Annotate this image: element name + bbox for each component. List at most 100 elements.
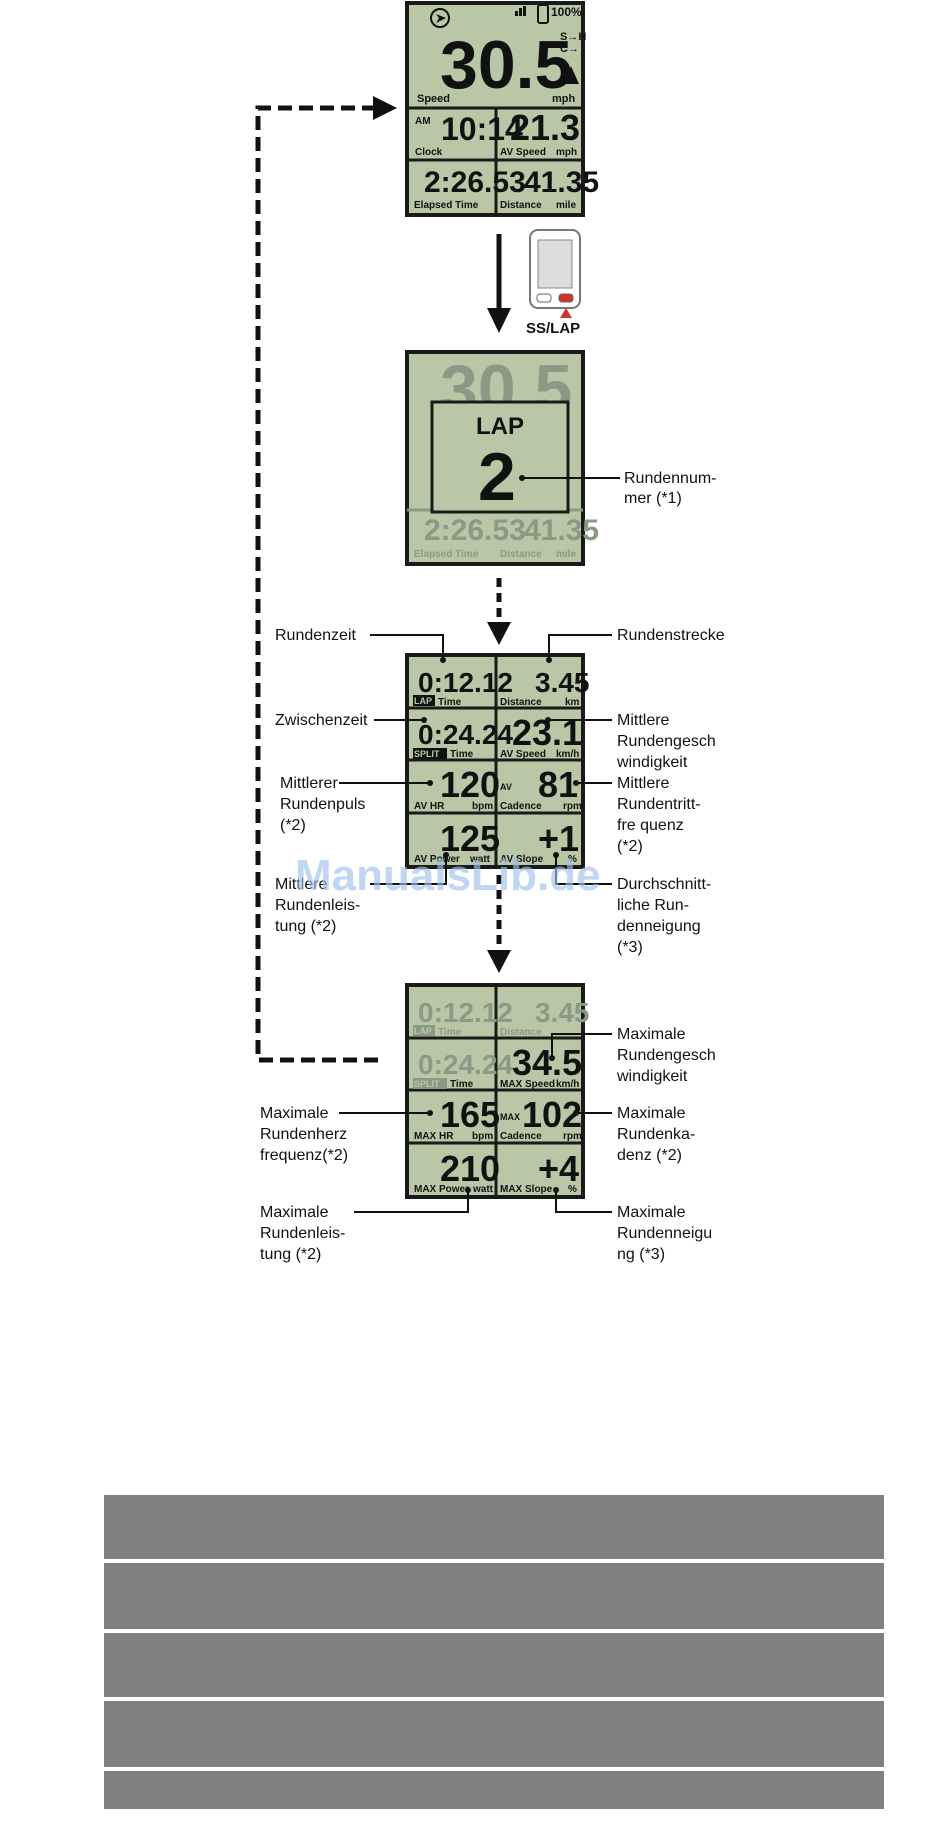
distance-unit: mile bbox=[556, 200, 576, 211]
split-time-label: Time bbox=[450, 749, 474, 760]
speed-unit: mph bbox=[552, 93, 576, 105]
callout-zwischenzeit: Zwischenzeit bbox=[275, 712, 368, 729]
avspeed-value: 21.3 bbox=[510, 107, 580, 148]
speed-ce: C→ bbox=[560, 43, 579, 55]
svg-text:Elapsed Time: Elapsed Time bbox=[414, 549, 479, 560]
device-icon bbox=[530, 230, 580, 318]
callout-mittlere-tritt-1: Mittlere bbox=[617, 775, 670, 792]
callout-mittlerer-puls-1: Mittlerer bbox=[280, 775, 338, 792]
signal-icon bbox=[515, 11, 518, 16]
faded-split-tag: SPLIT bbox=[414, 1079, 440, 1089]
callout-mittlere-speed-2: Rundengesch bbox=[617, 733, 716, 750]
max-slope-unit: % bbox=[568, 1184, 577, 1195]
max-speed-unit: km/h bbox=[556, 1079, 579, 1090]
elapsed-label: Elapsed Time bbox=[414, 200, 479, 211]
max-slope-label: MAX Slope bbox=[500, 1184, 553, 1195]
callout-rundenzeit: Rundenzeit bbox=[275, 627, 357, 644]
max-slope-value: +4 bbox=[538, 1148, 579, 1189]
callout-max-speed-1: Maximale bbox=[617, 1026, 686, 1043]
callout-mittlerer-puls-3: (*2) bbox=[280, 817, 306, 834]
max-tag: MAX bbox=[500, 1112, 520, 1122]
callout-max-cad-1: Maximale bbox=[617, 1105, 686, 1122]
callout-max-cad-3: denz (*2) bbox=[617, 1147, 682, 1164]
callout-lap-number-line1: Rundennum- bbox=[624, 470, 717, 487]
max-cadence-unit: rpm bbox=[563, 1131, 582, 1142]
faded-lap-time-label: Time bbox=[438, 1027, 462, 1038]
max-hr-value: 165 bbox=[440, 1094, 500, 1135]
callout-neigung-4: (*3) bbox=[617, 939, 643, 956]
max-power-value: 210 bbox=[440, 1148, 500, 1189]
callout-max-slope-2: Rundenneigu bbox=[617, 1225, 712, 1242]
av-cadence-label: Cadence bbox=[500, 801, 542, 812]
callout-max-power-1: Maximale bbox=[260, 1204, 329, 1221]
faded-split-time-value: 0:24.24 bbox=[418, 1049, 513, 1080]
av-hr-value: 120 bbox=[440, 764, 500, 805]
callout-mittlere-speed-3: windigkeit bbox=[616, 754, 688, 771]
clock-ampm: AM bbox=[415, 116, 431, 127]
split-tag: SPLIT bbox=[414, 749, 440, 759]
svg-text:41.35: 41.35 bbox=[524, 514, 599, 547]
watermark: ManualsLib.de bbox=[295, 851, 601, 900]
callout-max-slope-3: ng (*3) bbox=[617, 1246, 665, 1263]
screen-1-normal-display: 100% 30.5 S→H C→ Speed mph AM 10:14 Cloc… bbox=[407, 3, 599, 215]
gray-bar-1 bbox=[104, 1495, 884, 1559]
faded-lap-tag: LAP bbox=[414, 1026, 432, 1036]
svg-text:mile: mile bbox=[556, 549, 576, 560]
callout-max-hr-1: Maximale bbox=[260, 1105, 329, 1122]
lap-tag: LAP bbox=[414, 696, 432, 706]
callout-neigung-2: liche Run- bbox=[617, 897, 689, 914]
callout-mittlere-leistung-3: tung (*2) bbox=[275, 918, 336, 935]
gray-bar-3 bbox=[104, 1633, 884, 1697]
av-tag: AV bbox=[500, 782, 512, 792]
faded-lap-distance-label: Distance bbox=[500, 1027, 542, 1038]
max-power-label: MAX Power bbox=[414, 1184, 469, 1195]
av-hr-label: AV HR bbox=[414, 801, 445, 812]
distance-label: Distance bbox=[500, 200, 542, 211]
speed-label: Speed bbox=[417, 93, 450, 105]
callout-max-hr-3: frequenz(*2) bbox=[260, 1147, 348, 1164]
gray-bar-4 bbox=[104, 1701, 884, 1767]
callout-neigung-1: Durchschnitt- bbox=[617, 876, 711, 893]
callout-max-hr-2: Rundenherz bbox=[260, 1126, 347, 1143]
av-cadence-value: 81 bbox=[538, 764, 578, 805]
gray-bar-5 bbox=[104, 1771, 884, 1809]
av-speed-unit: km/h bbox=[556, 749, 579, 760]
av-speed-label: AV Speed bbox=[500, 749, 546, 760]
lap-distance-value: 3.45 bbox=[535, 667, 590, 698]
svg-text:2:26.53: 2:26.53 bbox=[424, 514, 526, 547]
callout-max-cad-2: Rundenka- bbox=[617, 1126, 695, 1143]
bottom-bar-stack bbox=[104, 1495, 884, 1813]
callout-max-slope-1: Maximale bbox=[617, 1204, 686, 1221]
lap-time-label: Time bbox=[438, 697, 462, 708]
split-time-value: 0:24.24 bbox=[418, 719, 513, 750]
max-hr-unit: bpm bbox=[472, 1131, 493, 1142]
faded-lap-time-value: 0:12.12 bbox=[418, 997, 513, 1028]
callout-max-speed-3: windigkeit bbox=[616, 1068, 688, 1085]
speed-sh: S→H bbox=[560, 31, 586, 43]
ss-lap-button-label: SS/LAP bbox=[526, 320, 580, 337]
callout-max-speed-2: Rundengesch bbox=[617, 1047, 716, 1064]
dashed-return-loop bbox=[258, 96, 397, 1060]
screen-4-lap-maximum: 0:12.12 LAP Time 3.45 Distance 0:24.24 S… bbox=[407, 985, 590, 1197]
screen-2-lap-popup: 30.5 2:26.53 41.35 Elapsed Time Distance… bbox=[407, 351, 599, 564]
callout-max-power-2: Rundenleis- bbox=[260, 1225, 345, 1242]
lap-distance-unit: km bbox=[565, 697, 580, 708]
callout-mittlere-speed-1: Mittlere bbox=[617, 712, 670, 729]
avspeed-label: AV Speed bbox=[500, 147, 546, 158]
callout-max-power-3: tung (*2) bbox=[260, 1246, 321, 1263]
clock-label: Clock bbox=[415, 147, 443, 158]
callout-lap-number-line2: mer (*1) bbox=[624, 490, 682, 507]
solid-down-arrow bbox=[487, 234, 511, 333]
faded-lap-distance-value: 3.45 bbox=[535, 997, 590, 1028]
callout-mittlerer-puls-2: Rundenpuls bbox=[280, 796, 365, 813]
lap-popup-label: LAP bbox=[476, 413, 524, 440]
lap-distance-label: Distance bbox=[500, 697, 542, 708]
lap-time-value: 0:12.12 bbox=[418, 667, 513, 698]
av-hr-unit: bpm bbox=[472, 801, 493, 812]
callout-mittlere-tritt-2: Rundentritt- bbox=[617, 796, 701, 813]
callout-mittlere-tritt-4: (*2) bbox=[617, 838, 643, 855]
max-speed-value: 34.5 bbox=[512, 1042, 582, 1083]
callout-mittlere-tritt-3: fre quenz bbox=[617, 817, 684, 834]
callout-rundenstrecke: Rundenstrecke bbox=[617, 627, 725, 644]
svg-text:Distance: Distance bbox=[500, 549, 542, 560]
